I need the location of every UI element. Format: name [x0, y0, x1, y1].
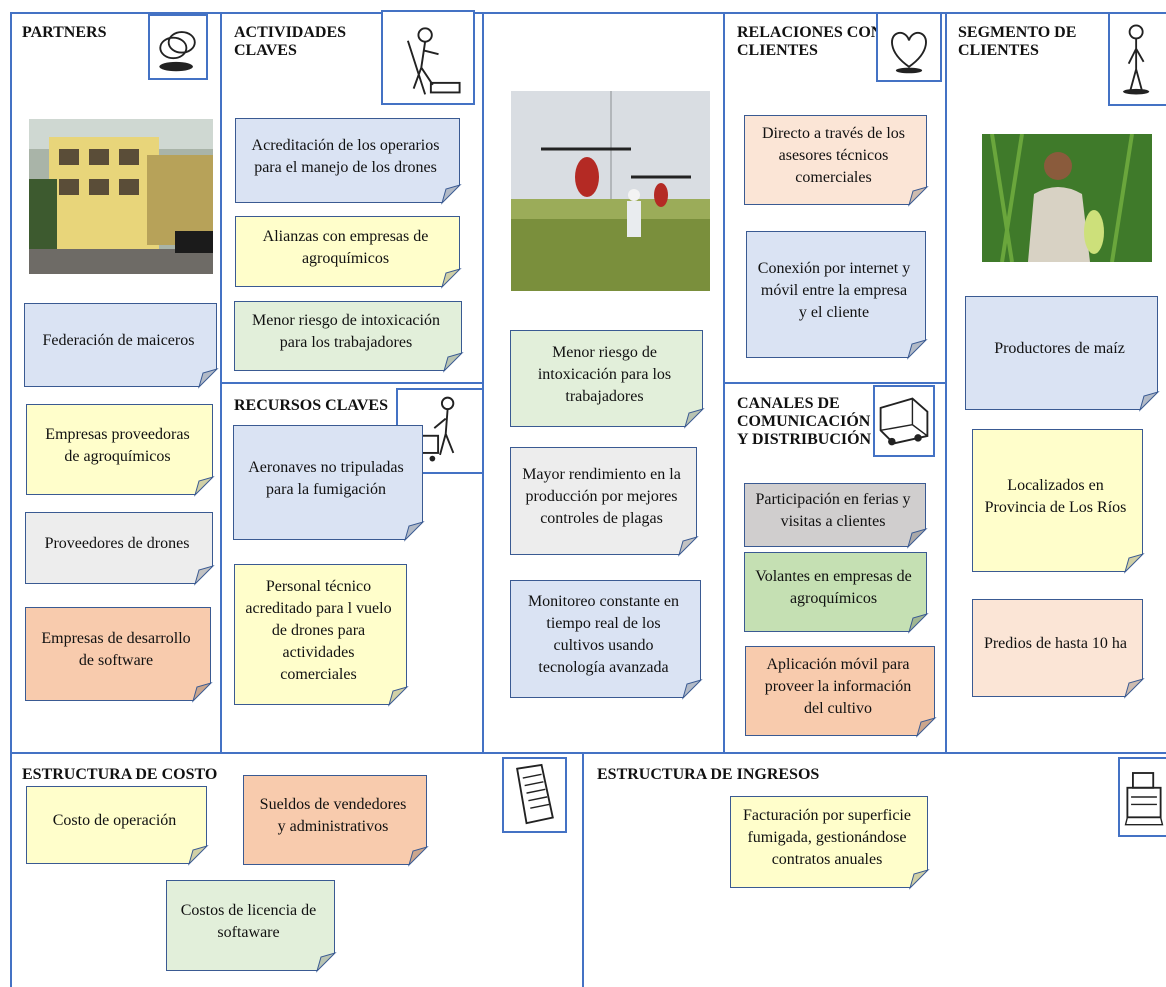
canales-note: Aplicación móvil para proveer la informa…	[745, 646, 937, 738]
title-segmento: SEGMENTO DE CLIENTES	[958, 24, 1077, 59]
divider-relaciones-canales	[723, 382, 945, 384]
canvas-left-border	[10, 12, 12, 987]
title-ingresos: ESTRUCTURA DE INGRESOS	[597, 766, 820, 783]
note-text: Menor riesgo de intoxicación para los tr…	[252, 312, 440, 351]
partners-note: Empresas de desarrollo de software	[25, 607, 213, 703]
note-text: Localizados en Provincia de Los Ríos	[984, 476, 1127, 516]
recursos-note: Personal técnico acreditado para l vuelo…	[234, 564, 409, 707]
note-text: Menor riesgo de intoxicación para los tr…	[537, 343, 672, 405]
relaciones-note: Conexión por internet y móvil entre la e…	[746, 231, 928, 360]
note-fold	[907, 185, 929, 207]
canales-note: Volantes en empresas de agroquímicos	[744, 552, 929, 634]
note-fold	[1123, 552, 1145, 574]
title-costo: ESTRUCTURA DE COSTO	[22, 766, 218, 783]
heart-icon	[876, 12, 942, 82]
note-text: Alianzas con empresas de agroquímicos	[262, 227, 429, 267]
note-fold	[187, 844, 209, 866]
note-text: Conexión por internet y móvil entre la e…	[757, 259, 911, 321]
costo-note: Sueldos de vendedores y administrativos	[243, 775, 429, 867]
actividades-note: Alianzas con empresas de agroquímicos	[235, 216, 462, 289]
recursos-note: Aeronaves no tripuladas para la fumigaci…	[233, 425, 425, 542]
rings-icon	[148, 14, 208, 80]
note-fold	[681, 678, 703, 700]
divider-relaciones	[945, 12, 947, 752]
propuesta-note: Monitoreo constante en tiempo real de lo…	[510, 580, 703, 700]
partners-note: Proveedores de drones	[25, 512, 215, 586]
note-text: Aplicación móvil para proveer la informa…	[764, 656, 912, 717]
title-canales: CANALES DE COMUNICACIÓN Y DISTRIBUCIÓN	[737, 395, 872, 448]
segmento-note: Localizados en Provincia de Los Ríos	[972, 429, 1145, 574]
divider-bottom-row	[10, 752, 1166, 754]
note-fold	[387, 685, 409, 707]
divider-costo-ingresos	[582, 752, 584, 987]
note-fold	[1138, 390, 1160, 412]
drone-field-photo	[511, 91, 710, 291]
divider-actividades	[482, 12, 484, 752]
cash-register-icon	[1118, 757, 1166, 837]
costo-note: Costos de licencia de softaware	[166, 880, 337, 973]
note-fold	[907, 612, 929, 634]
note-text: Costo de operación	[52, 812, 177, 829]
relaciones-note: Directo a través de los asesores técnico…	[744, 115, 929, 207]
note-text: Personal técnico acreditado para l vuelo…	[245, 577, 392, 683]
note-text: Predios de hasta 10 ha	[983, 635, 1128, 652]
note-text: Aeronaves no tripuladas para la fumigaci…	[248, 458, 404, 498]
note-text: Proveedores de drones	[44, 535, 190, 552]
note-text: Mayor rendimiento en la producción por m…	[522, 466, 681, 527]
document-icon	[502, 757, 567, 833]
truck-icon	[873, 385, 935, 457]
propuesta-note: Mayor rendimiento en la producción por m…	[510, 447, 699, 557]
note-fold	[908, 868, 930, 890]
note-text: Facturación por superficie fumigada, ges…	[743, 807, 911, 868]
partners-note: Federación de maiceros	[24, 303, 219, 389]
note-fold	[677, 535, 699, 557]
note-text: Acreditación de los operarios para el ma…	[251, 136, 440, 176]
note-text: Volantes en empresas de agroquímicos	[755, 568, 912, 607]
note-text: Directo a través de los asesores técnico…	[761, 125, 906, 186]
segmento-note: Predios de hasta 10 ha	[972, 599, 1145, 699]
costo-note: Costo de operación	[26, 786, 209, 866]
note-text: Monitoreo constante en tiempo real de lo…	[527, 593, 680, 676]
title-partners: PARTNERS	[22, 24, 107, 41]
note-text: Empresas proveedoras de agroquímicos	[45, 425, 190, 465]
farmer-corn-photo	[982, 134, 1152, 262]
partners-building-photo	[29, 119, 213, 274]
note-text: Empresas de desarrollo de software	[41, 630, 191, 669]
note-fold	[440, 267, 462, 289]
note-fold	[440, 183, 462, 205]
segmento-note: Productores de maíz	[965, 296, 1160, 412]
standing-person-icon	[1108, 12, 1166, 106]
note-text: Federación de maiceros	[42, 332, 195, 349]
note-fold	[403, 520, 425, 542]
note-fold	[193, 564, 215, 586]
note-fold	[407, 845, 429, 867]
note-fold	[315, 951, 337, 973]
note-fold	[683, 407, 705, 429]
note-text: Sueldos de vendedores y administrativos	[259, 796, 407, 835]
canvas-top-border	[10, 12, 1166, 14]
title-actividades: ACTIVIDADES CLAVES	[234, 24, 347, 59]
note-fold	[1123, 677, 1145, 699]
title-relaciones: RELACIONES CON CLIENTES	[737, 24, 883, 59]
ingresos-note: Facturación por superficie fumigada, ges…	[730, 796, 930, 890]
canales-note: Participación en ferias y visitas a clie…	[744, 483, 928, 549]
actividades-note: Acreditación de los operarios para el ma…	[235, 118, 462, 205]
note-fold	[442, 351, 464, 373]
note-text: Costos de licencia de softaware	[180, 901, 317, 941]
note-fold	[915, 716, 937, 738]
note-fold	[193, 475, 215, 497]
title-recursos: RECURSOS CLAVES	[234, 397, 388, 414]
actividades-note: Menor riesgo de intoxicación para los tr…	[234, 301, 464, 373]
note-text: Participación en ferias y visitas a clie…	[755, 491, 911, 530]
divider-actividades-recursos	[220, 382, 482, 384]
propuesta-note: Menor riesgo de intoxicación para los tr…	[510, 330, 705, 429]
digging-person-icon	[381, 10, 475, 105]
partners-note: Empresas proveedoras de agroquímicos	[26, 404, 215, 497]
note-fold	[197, 367, 219, 389]
note-fold	[906, 338, 928, 360]
note-fold	[906, 527, 928, 549]
note-fold	[191, 681, 213, 703]
note-text: Productores de maíz	[994, 340, 1125, 357]
